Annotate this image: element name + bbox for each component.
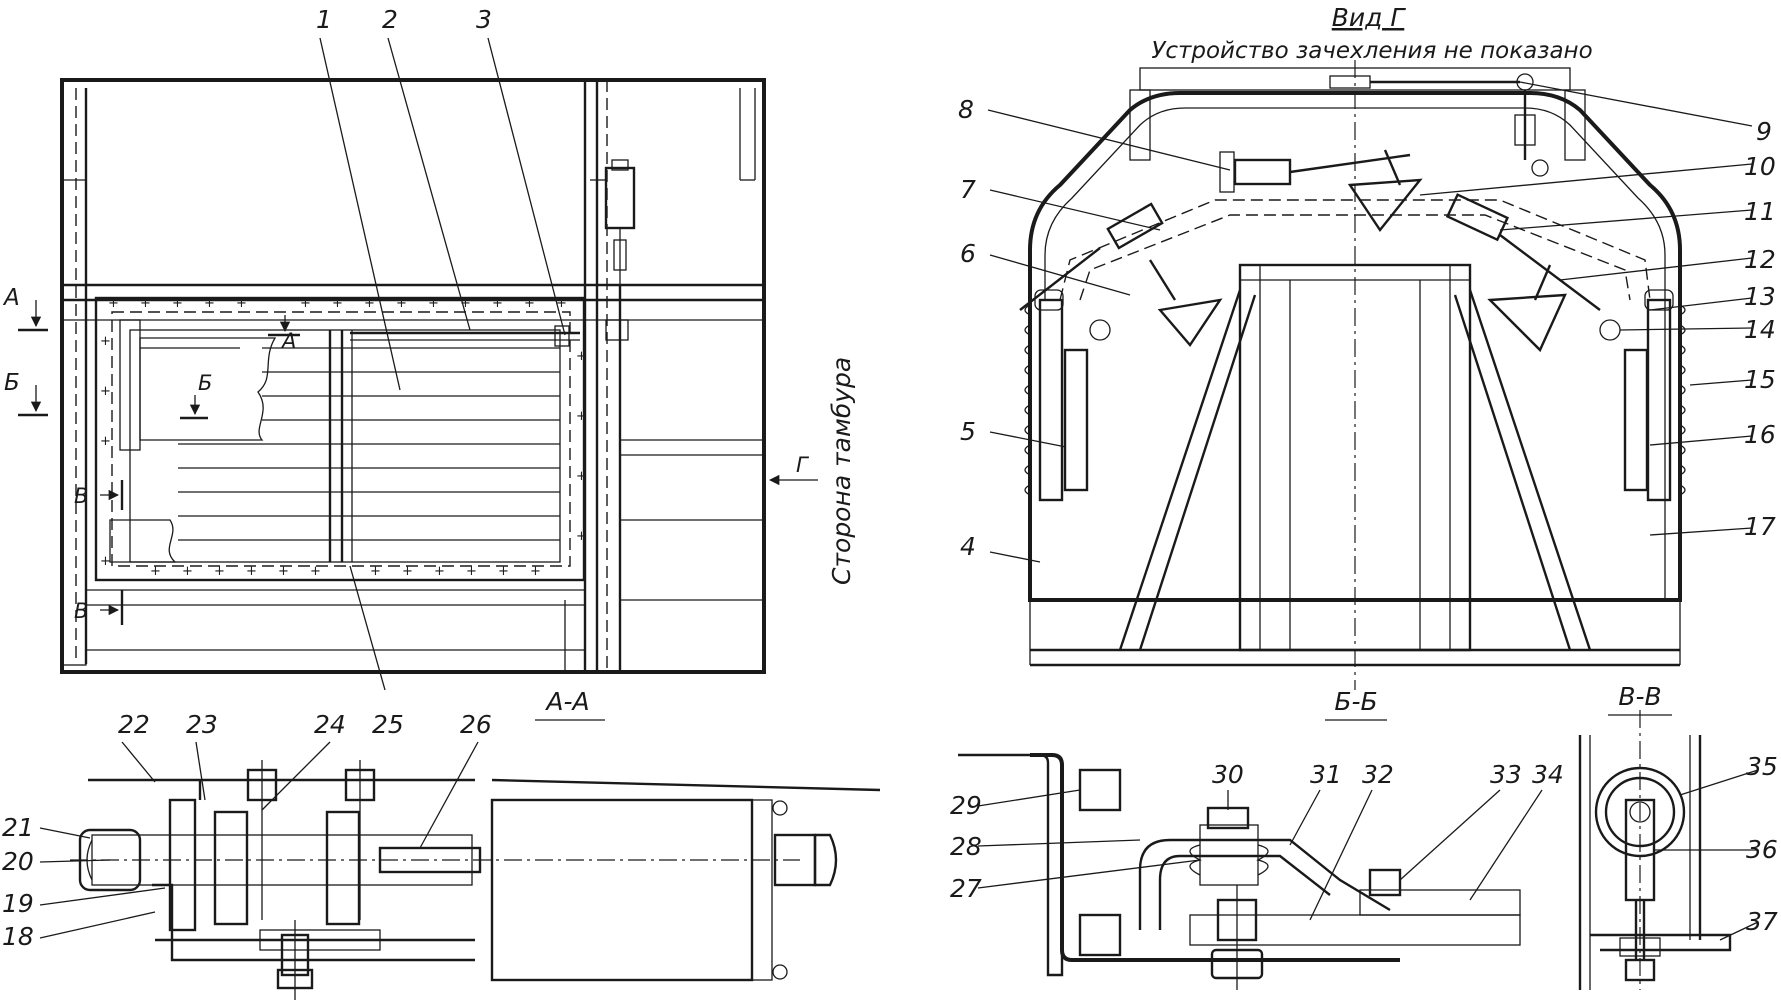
svg-text:+: + xyxy=(402,564,413,579)
section-vv-label: В-В xyxy=(1618,682,1661,711)
callout-17: 17 xyxy=(1744,512,1776,541)
marker-v2: В xyxy=(74,599,88,623)
callout-6: 6 xyxy=(960,239,976,268)
svg-text:+: + xyxy=(182,564,193,579)
marker-a-left: А xyxy=(2,285,20,311)
brush-bristles xyxy=(1024,304,1686,496)
callout-7: 7 xyxy=(960,175,976,204)
callout-4: 4 xyxy=(960,532,976,561)
svg-text:+: + xyxy=(332,296,343,311)
leader-lines xyxy=(39,37,1759,941)
svg-text:+: + xyxy=(140,296,151,311)
marker-b-left: Б xyxy=(4,370,20,396)
svg-text:+: + xyxy=(100,434,111,449)
callout-2: 2 xyxy=(382,5,398,34)
view-g xyxy=(1019,60,1686,690)
svg-text:+: + xyxy=(236,296,247,311)
svg-text:+: + xyxy=(100,384,111,399)
callout-26: 26 xyxy=(460,710,492,739)
callout-12: 12 xyxy=(1744,245,1776,274)
svg-text:+: + xyxy=(530,564,541,579)
callout-20: 20 xyxy=(2,847,34,876)
svg-text:+: + xyxy=(396,296,407,311)
view-g-title: Вид Г xyxy=(1332,3,1407,32)
svg-text:+: + xyxy=(492,296,503,311)
callout-11: 11 xyxy=(1744,197,1776,226)
callout-9: 9 xyxy=(1756,117,1772,146)
cylinder-right xyxy=(1445,193,1621,353)
svg-text:+: + xyxy=(204,296,215,311)
marker-a-inner: А xyxy=(280,329,296,353)
callout-27: 27 xyxy=(950,874,982,903)
svg-text:+: + xyxy=(100,334,111,349)
section-bb xyxy=(958,753,1521,990)
svg-text:+: + xyxy=(172,296,183,311)
callout-16: 16 xyxy=(1744,420,1776,449)
callout-23: 23 xyxy=(186,710,218,739)
callout-33: 33 xyxy=(1490,760,1522,789)
callout-35: 35 xyxy=(1746,752,1778,781)
marker-b-inner: Б xyxy=(198,371,212,395)
callout-3: 3 xyxy=(476,5,492,34)
callout-5: 5 xyxy=(960,417,976,446)
callout-34: 34 xyxy=(1532,760,1564,789)
callout-13: 13 xyxy=(1744,282,1776,311)
side-label: Сторона тамбура xyxy=(827,357,856,585)
svg-text:+: + xyxy=(108,296,119,311)
svg-text:+: + xyxy=(428,296,439,311)
callout-25: 25 xyxy=(372,710,404,739)
svg-text:+: + xyxy=(100,554,111,569)
callout-28: 28 xyxy=(950,832,982,861)
svg-text:+: + xyxy=(576,469,587,484)
marker-g: Г xyxy=(796,453,810,477)
svg-text:+: + xyxy=(310,564,321,579)
callout-36: 36 xyxy=(1746,835,1778,864)
section-aa-label: А-А xyxy=(544,687,589,716)
svg-text:+: + xyxy=(556,296,567,311)
callout-1: 1 xyxy=(316,5,332,34)
svg-text:+: + xyxy=(364,296,375,311)
cylinder-left xyxy=(1019,202,1223,347)
callout-14: 14 xyxy=(1744,315,1776,344)
svg-text:+: + xyxy=(576,529,587,544)
callout-32: 32 xyxy=(1362,760,1394,789)
view-g-note: Устройство зачехления не показано xyxy=(1151,38,1592,64)
svg-text:+: + xyxy=(466,564,477,579)
cylinder-top xyxy=(1219,149,1423,233)
svg-text:+: + xyxy=(370,564,381,579)
section-bb-label: Б-Б xyxy=(1334,687,1377,716)
callout-19: 19 xyxy=(2,889,34,918)
callout-37: 37 xyxy=(1746,907,1778,936)
labels: Вид Г Устройство зачехления не показано … xyxy=(2,3,1778,951)
marker-v1: В xyxy=(74,484,88,508)
callout-22: 22 xyxy=(118,710,150,739)
section-vv xyxy=(1578,710,1732,990)
svg-text:+: + xyxy=(498,564,509,579)
svg-text:+: + xyxy=(576,409,587,424)
callout-29: 29 xyxy=(950,791,982,820)
section-aa xyxy=(70,760,881,1000)
plan-view: + + + + + + + + + + + + + + + + + + + + + + + + + + + + + +… xyxy=(18,78,818,674)
svg-text:+: + xyxy=(278,564,289,579)
svg-text:+: + xyxy=(150,564,161,579)
svg-text:+: + xyxy=(434,564,445,579)
rivet-marks: + + + + + + + + + + + + + + + + + + + + + + + + + + + + + +… xyxy=(100,296,587,579)
callout-10: 10 xyxy=(1744,152,1776,181)
callout-18: 18 xyxy=(2,922,34,951)
svg-text:+: + xyxy=(576,349,587,364)
callout-30: 30 xyxy=(1212,760,1244,789)
callout-15: 15 xyxy=(1744,365,1776,394)
callout-31: 31 xyxy=(1310,760,1342,789)
louvre-lines xyxy=(140,347,560,541)
svg-text:+: + xyxy=(300,296,311,311)
svg-text:+: + xyxy=(460,296,471,311)
callout-8: 8 xyxy=(958,95,974,124)
callout-24: 24 xyxy=(314,710,346,739)
svg-text:+: + xyxy=(524,296,535,311)
callout-21: 21 xyxy=(2,813,34,842)
svg-text:+: + xyxy=(246,564,257,579)
svg-text:+: + xyxy=(214,564,225,579)
